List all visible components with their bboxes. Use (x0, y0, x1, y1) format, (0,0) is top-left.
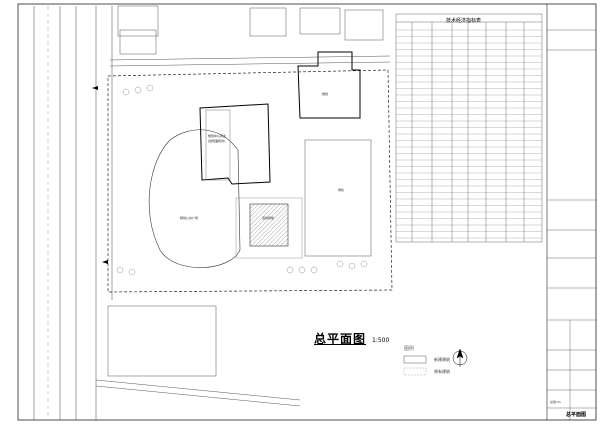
site-boundary (107, 69, 393, 293)
existing-building-bottom (95, 305, 301, 407)
trees (116, 84, 368, 276)
entrance-markers (92, 86, 108, 264)
drawing-title: 总平面图 (314, 332, 367, 346)
road-lines (33, 6, 113, 420)
building-a-sublabel: (建筑面积约) (208, 139, 226, 143)
building-b-label: 规划 (322, 92, 329, 96)
tech-table-grid (395, 13, 543, 243)
drawing-scale: 1:500 (372, 337, 390, 344)
title-block-drawing-name: 总平面图 (566, 412, 587, 418)
court-label: 活动场地 (262, 216, 275, 220)
plaza-label: 规划公共广场 (180, 216, 199, 220)
building-a-label: 规划中心商业 (208, 134, 227, 138)
main-building (199, 103, 271, 185)
green-label: 绿化 (338, 188, 345, 192)
legend-swatch-existing (403, 367, 427, 376)
hatched-building (249, 203, 289, 247)
title-block-sheet-no: 总施-01 (550, 400, 561, 404)
legend-label-new: 新建建筑 (434, 357, 450, 362)
legend-swatch-new (403, 355, 427, 364)
plaza-outline (148, 129, 241, 268)
title-block-grid (547, 29, 596, 420)
upper-building (297, 51, 361, 119)
legend-label-existing: 原有建筑 (434, 369, 450, 374)
existing-buildings-top (109, 5, 391, 67)
north-arrow-icon (452, 348, 468, 367)
tech-table-title: 技术经济指标表 (446, 18, 482, 24)
tech-table-rows (396, 29, 542, 239)
legend-heading: 图例 (404, 346, 415, 352)
